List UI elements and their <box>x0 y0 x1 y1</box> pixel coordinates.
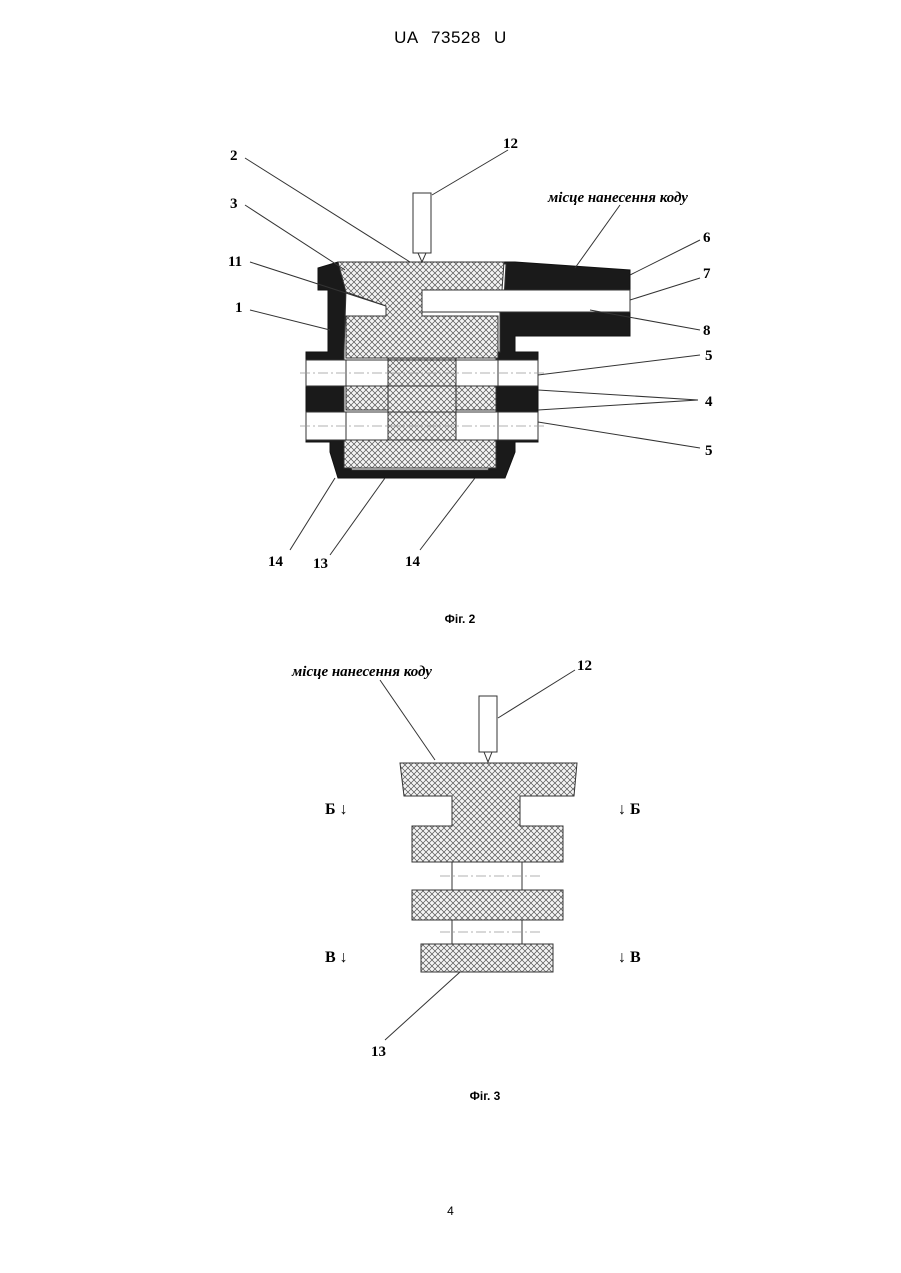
section-b-right: ↓ Б <box>618 801 641 818</box>
molded-part-fig3 <box>400 763 577 862</box>
label-14-left: 14 <box>268 554 284 570</box>
molded-base <box>344 440 496 468</box>
flange-fig3 <box>412 890 563 920</box>
figure-3-caption: Фіг. 3 <box>425 1089 545 1103</box>
base-fig3 <box>421 944 553 972</box>
marking-nozzle-fig3 <box>479 696 497 752</box>
section-v-right: ↓ В <box>618 949 641 966</box>
fig3-label-13: 13 <box>371 1044 386 1060</box>
label-2: 2 <box>230 148 238 164</box>
section-b-left: Б ↓ <box>325 801 348 818</box>
label-5-upper: 5 <box>705 348 713 364</box>
label-1: 1 <box>235 300 243 316</box>
label-4: 4 <box>705 394 713 410</box>
label-11: 11 <box>228 254 242 270</box>
label-8: 8 <box>703 323 711 339</box>
page-number: 4 <box>0 1204 901 1218</box>
figure-3-drawing: 12 місце нанесення коду Б ↓ ↓ Б В ↓ ↓ В … <box>0 640 901 1090</box>
label-3: 3 <box>230 196 238 212</box>
figure-2-caption: Фіг. 2 <box>400 612 520 626</box>
marking-nozzle <box>413 193 431 253</box>
code-location-note: місце нанесення коду <box>547 190 688 206</box>
label-14-right: 14 <box>405 554 421 570</box>
fig3-label-12: 12 <box>577 658 592 674</box>
fig3-code-location-note: місце нанесення коду <box>291 664 432 680</box>
feed-channel <box>422 290 630 312</box>
label-13: 13 <box>313 556 328 572</box>
label-6: 6 <box>703 230 711 246</box>
label-7: 7 <box>703 266 711 282</box>
label-5-lower: 5 <box>705 443 713 459</box>
section-v-left: В ↓ <box>325 949 348 966</box>
label-12: 12 <box>503 136 518 152</box>
figure-2-drawing: 12 2 3 11 1 місце нанесення коду 6 7 8 5… <box>0 0 901 640</box>
